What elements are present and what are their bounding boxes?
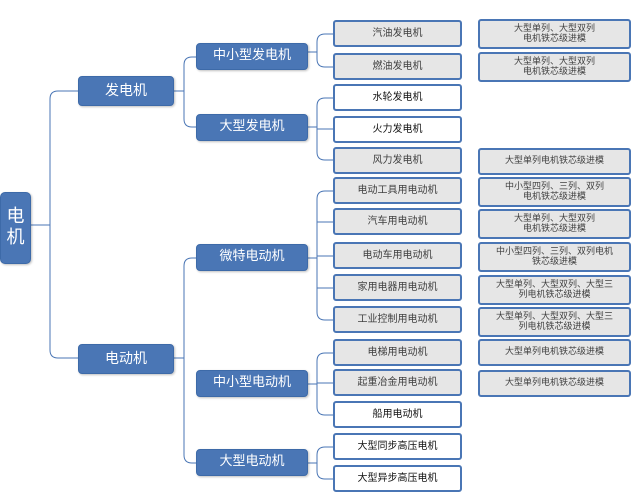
leaf-fuel-label: 燃油发电机 [372, 60, 423, 72]
leaf-large-async: 大型异步高压电机 [333, 465, 462, 492]
note-wind: 大型单列电机铁芯级进模 [478, 148, 631, 175]
note-crane: 大型单列电机铁芯级进模 [478, 370, 631, 397]
note-gasoline-text: 大型单列、大型双列 电机铁芯级进模 [513, 23, 595, 44]
motor-large-node: 大型电动机 [196, 449, 308, 476]
gen-small-medium-label: 中小型发电机 [212, 48, 291, 64]
connector-root [31, 90, 78, 359]
note-fuel-text: 大型单列、大型双列 电机铁芯级进模 [513, 56, 595, 77]
leaf-large-sync: 大型同步高压电机 [333, 433, 462, 460]
leaf-crane: 起重冶金用电动机 [333, 369, 462, 396]
note-fuel: 大型单列、大型双列 电机铁芯级进模 [478, 52, 631, 82]
note-power-tool-text: 中小型四列、三列、双列 电机铁芯级进模 [504, 181, 604, 202]
note-automotive-text: 大型单列、大型双列 电机铁芯级进模 [513, 213, 595, 234]
leaf-hydro-label: 水轮发电机 [372, 91, 423, 103]
note-appliance-text: 大型单列、大型双列、大型三 列电机铁芯级进模 [495, 279, 613, 300]
motor-micro-label: 微特电动机 [219, 249, 285, 265]
leaf-industrial: 工业控制用电动机 [333, 306, 462, 333]
leaf-gasoline-label: 汽油发电机 [372, 27, 423, 39]
leaf-marine-label: 船用电动机 [372, 408, 423, 420]
note-elevator: 大型单列电机铁芯级进模 [478, 339, 631, 366]
connector-motor-micro [308, 190, 333, 321]
leaf-elevator: 电梯用电动机 [333, 339, 462, 366]
motor-label: 电动机 [105, 350, 147, 367]
leaf-thermal-label: 火力发电机 [372, 123, 423, 135]
motor-small-medium-label: 中小型电动机 [212, 375, 291, 391]
note-ev: 中小型四列、三列、双列电机 铁芯级进模 [478, 242, 631, 272]
leaf-automotive: 汽车用电动机 [333, 208, 462, 235]
note-wind-text: 大型单列电机铁芯级进模 [504, 156, 604, 167]
leaf-crane-label: 起重冶金用电动机 [357, 376, 438, 388]
leaf-industrial-label: 工业控制用电动机 [357, 313, 438, 325]
note-automotive: 大型单列、大型双列 电机铁芯级进模 [478, 209, 631, 239]
connector-motor-small [308, 352, 333, 416]
root-label: 电机 [6, 206, 25, 248]
leaf-ev: 电动车用电动机 [333, 242, 462, 269]
leaf-fuel: 燃油发电机 [333, 53, 462, 80]
connector-motor-large [308, 446, 333, 480]
leaf-ev-label: 电动车用电动机 [362, 249, 433, 261]
leaf-large-sync-label: 大型同步高压电机 [357, 440, 438, 452]
leaf-hydro: 水轮发电机 [333, 84, 462, 111]
leaf-large-async-label: 大型异步高压电机 [357, 472, 438, 484]
leaf-power-tool: 电动工具用电动机 [333, 177, 462, 204]
generator-node: 发电机 [78, 76, 174, 106]
leaf-automotive-label: 汽车用电动机 [367, 215, 428, 227]
root-node: 电机 [0, 192, 31, 264]
note-ev-text: 中小型四列、三列、双列电机 铁芯级进模 [495, 246, 613, 267]
gen-small-medium-node: 中小型发电机 [196, 43, 308, 70]
leaf-wind-label: 风力发电机 [372, 154, 423, 166]
motor-node: 电动机 [78, 344, 174, 374]
motor-micro-node: 微特电动机 [196, 244, 308, 271]
leaf-thermal: 火力发电机 [333, 116, 462, 143]
leaf-appliance-label: 家用电器用电动机 [357, 281, 438, 293]
leaf-gasoline: 汽油发电机 [333, 20, 462, 47]
motor-large-label: 大型电动机 [219, 454, 285, 470]
note-industrial-text: 大型单列、大型双列、大型三 列电机铁芯级进模 [495, 311, 613, 332]
connector-gen-small [308, 33, 333, 68]
leaf-power-tool-label: 电动工具用电动机 [357, 184, 438, 196]
leaf-marine: 船用电动机 [333, 401, 462, 428]
connector-gen-large [308, 97, 333, 161]
note-appliance: 大型单列、大型双列、大型三 列电机铁芯级进模 [478, 275, 631, 305]
leaf-elevator-label: 电梯用电动机 [367, 346, 428, 358]
generator-label: 发电机 [105, 82, 147, 99]
leaf-wind: 风力发电机 [333, 147, 462, 174]
note-gasoline: 大型单列、大型双列 电机铁芯级进模 [478, 19, 631, 49]
note-power-tool: 中小型四列、三列、双列 电机铁芯级进模 [478, 177, 631, 207]
note-industrial: 大型单列、大型双列、大型三 列电机铁芯级进模 [478, 307, 631, 337]
gen-large-label: 大型发电机 [219, 119, 285, 135]
connector-generator [174, 56, 196, 128]
note-elevator-text: 大型单列电机铁芯级进模 [504, 347, 604, 358]
gen-large-node: 大型发电机 [196, 114, 308, 141]
note-crane-text: 大型单列电机铁芯级进模 [504, 378, 604, 389]
motor-small-medium-node: 中小型电动机 [196, 370, 308, 397]
leaf-appliance: 家用电器用电动机 [333, 274, 462, 301]
connector-motor [174, 257, 196, 464]
